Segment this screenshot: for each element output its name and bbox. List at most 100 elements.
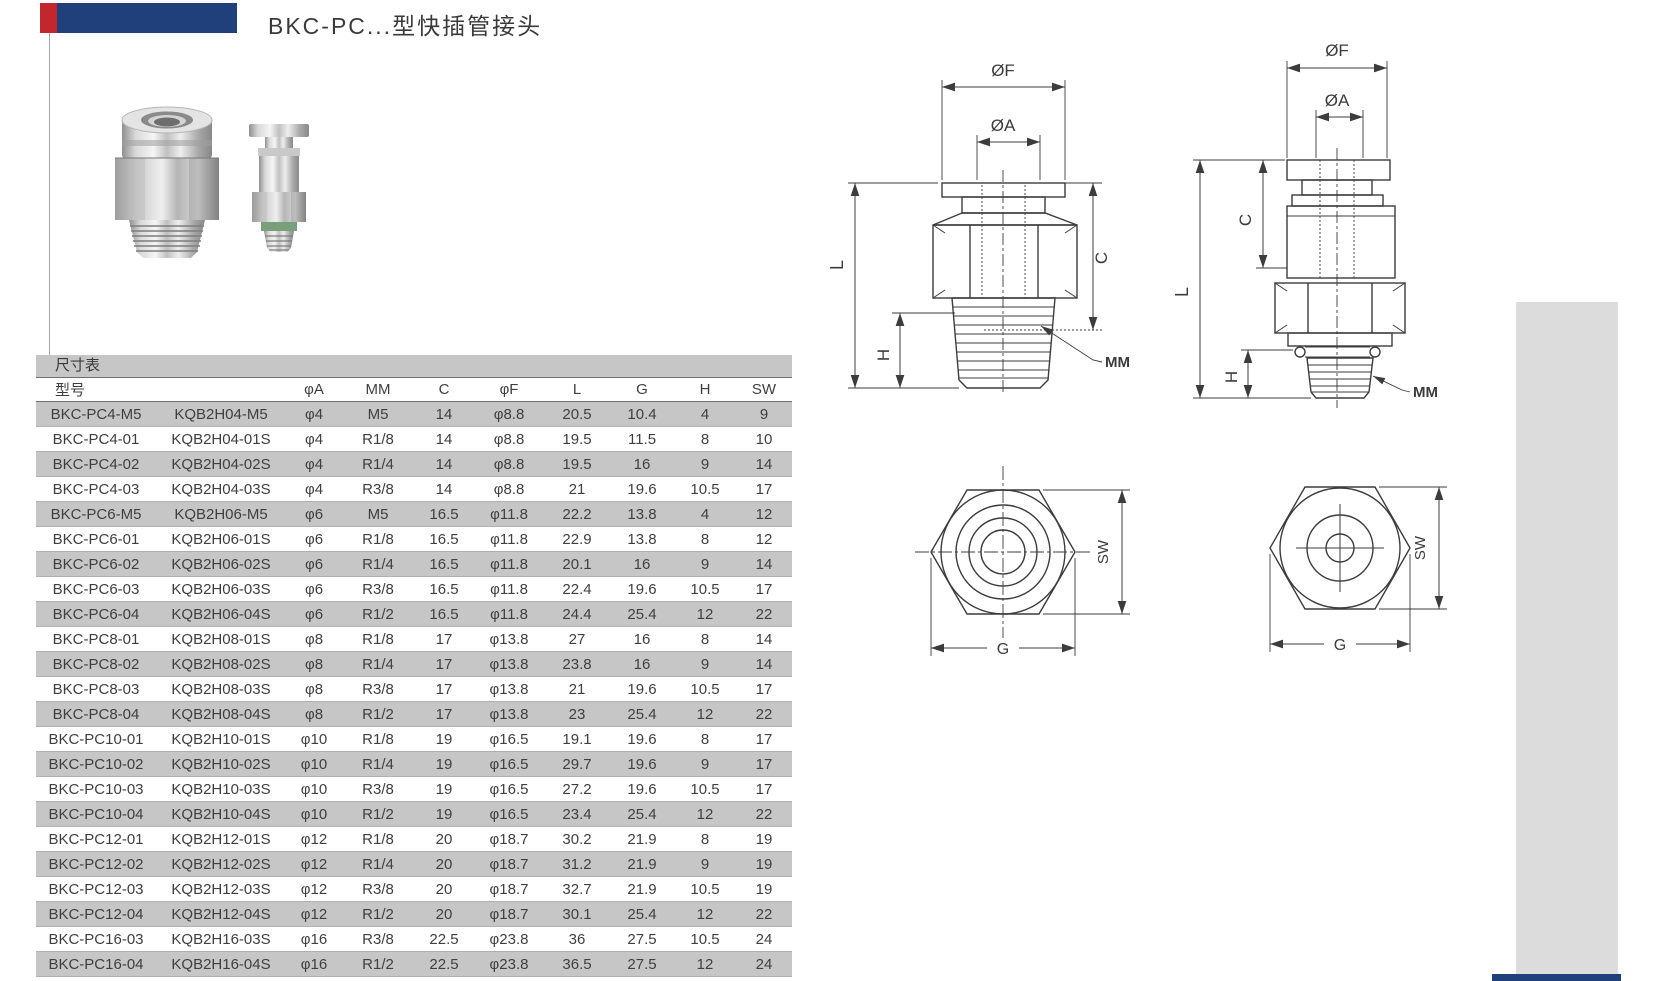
table-cell: 9	[674, 451, 737, 477]
table-cell: 24	[736, 926, 793, 952]
table-cell: R1/2	[342, 951, 415, 977]
table-cell: φ8	[286, 626, 343, 652]
table-cell: 20	[414, 901, 475, 927]
table-cell: KQB2H16-03S	[156, 926, 287, 952]
dim-label-L: L	[1172, 287, 1192, 297]
table-cell: φ12	[286, 851, 343, 877]
table-cell: BKC-PC8-02	[36, 651, 156, 677]
table-cell: BKC-PC6-M5	[36, 501, 156, 527]
table-cell: 4	[674, 401, 737, 427]
bottom-blue-bar	[1492, 974, 1621, 981]
table-cell: KQB2H08-01S	[156, 626, 287, 652]
table-cell: 8	[674, 526, 737, 552]
center-lines	[915, 466, 1091, 638]
table-cell: 17	[736, 776, 793, 802]
table-cell: 25.4	[610, 701, 675, 727]
table-cell: φ12	[286, 826, 343, 852]
table-cell: BKC-PC8-01	[36, 626, 156, 652]
table-cell: KQB2H08-04S	[156, 701, 287, 727]
dim-label-phiF: ØF	[1325, 41, 1349, 60]
table-cell: 19.1	[544, 726, 611, 752]
table-cell: M5	[342, 401, 415, 427]
table-cell: 8	[674, 426, 737, 452]
table-cell: BKC-PC4-02	[36, 451, 156, 477]
table-cell: BKC-PC12-03	[36, 876, 156, 902]
table-cell: φ11.8	[474, 551, 545, 577]
table-cell: 19	[414, 801, 475, 827]
table-cell: 16.5	[414, 576, 475, 602]
table-cell: 22.2	[544, 501, 611, 527]
table-cell: BKC-PC8-04	[36, 701, 156, 727]
table-cell: 19.6	[610, 676, 675, 702]
table-cell: 14	[414, 426, 475, 452]
table-cell: 27.2	[544, 776, 611, 802]
table-cell: 13.8	[610, 526, 675, 552]
table-cell: 17	[414, 676, 475, 702]
table-cell: 9	[674, 751, 737, 777]
table-cell: KQB2H08-02S	[156, 651, 287, 677]
green-seal-ring	[261, 222, 297, 231]
table-cell: φ18.7	[474, 851, 545, 877]
table-cell: 17	[414, 626, 475, 652]
dim-label-MM: MM	[1105, 354, 1130, 371]
table-cell: φ13.8	[474, 701, 545, 727]
table-cell: 9	[674, 651, 737, 677]
brand-blue-bar	[57, 3, 237, 33]
header-row: 型号 φA MM C φF L G H SW	[36, 378, 793, 402]
table-cell: 10.5	[674, 776, 737, 802]
table-cell: φ12	[286, 901, 343, 927]
table-cell: 23	[544, 701, 611, 727]
table-cell: 20	[414, 876, 475, 902]
table-cell: R1/4	[342, 751, 415, 777]
table-cell: 22	[736, 901, 793, 927]
table-cell: 19	[414, 776, 475, 802]
table-cell: φ4	[286, 426, 343, 452]
table-cell: φ6	[286, 576, 343, 602]
table-cell: 22.5	[414, 951, 475, 977]
table-cell: 13.8	[610, 501, 675, 527]
table-cell: φ16	[286, 926, 343, 952]
table-cell: KQB2H10-01S	[156, 726, 287, 752]
table-cell: M5	[342, 501, 415, 527]
table-cell: R3/8	[342, 876, 415, 902]
table-cell: 19	[414, 751, 475, 777]
table-cell: φ4	[286, 401, 343, 427]
table-cell: 20	[414, 851, 475, 877]
table-cell: 22	[736, 701, 793, 727]
table-cell: R1/8	[342, 726, 415, 752]
table-cell: 30.1	[544, 901, 611, 927]
table-cell: φ10	[286, 801, 343, 827]
page-title: BKC-PC...型快插管接头	[268, 13, 543, 39]
table-cell: 16	[610, 626, 675, 652]
table-cell: 12	[674, 901, 737, 927]
table-cell: KQB2H10-02S	[156, 751, 287, 777]
table-cell: φ18.7	[474, 826, 545, 852]
table-cell: 10.5	[674, 876, 737, 902]
table-cell: R3/8	[342, 676, 415, 702]
table-cell: BKC-PC4-M5	[36, 401, 156, 427]
table-cell: 16	[610, 651, 675, 677]
table-cell: 16.5	[414, 526, 475, 552]
table-cell: 12	[674, 951, 737, 977]
dim-label-C: C	[1092, 252, 1111, 264]
table-cell: φ11.8	[474, 501, 545, 527]
table-cell: 29.7	[544, 751, 611, 777]
table-cell: 19.5	[544, 426, 611, 452]
product-photo	[115, 106, 309, 258]
table-cell: 23.8	[544, 651, 611, 677]
table-cell: R1/2	[342, 601, 415, 627]
table-cell: BKC-PC10-01	[36, 726, 156, 752]
front-view-drawing-left: ØF ØA L H C MM	[827, 61, 1130, 392]
table-cell: φ13.8	[474, 651, 545, 677]
table-cell: 12	[674, 701, 737, 727]
